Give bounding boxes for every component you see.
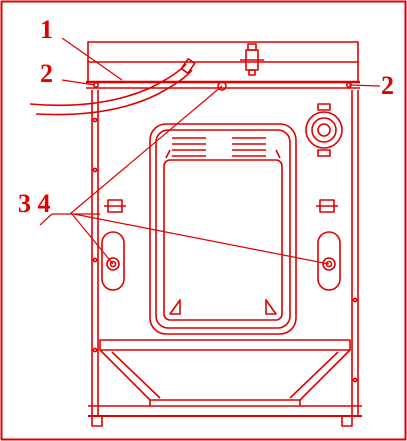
top-fitting [217,81,227,91]
lifting-hole-left [101,231,125,291]
callout-2-left: 2 [40,59,53,88]
callout-3-4: 3 4 [18,189,51,218]
lifting-hole-right [317,231,341,291]
top-panel [86,41,360,89]
hose [29,57,196,116]
cabinet-feet [91,415,353,427]
porthole-icon [305,103,343,157]
door-vents [165,137,281,159]
callout-2-right: 2 [381,71,394,100]
door [149,123,297,335]
bracket-left [104,199,126,213]
bracket-right [316,199,338,213]
cabinet-body [88,90,362,417]
leader-lines [39,37,381,265]
lower-panel [99,339,351,406]
valve-icon [240,43,264,76]
callout-1: 1 [40,15,53,44]
door-corner-marks [169,299,277,315]
